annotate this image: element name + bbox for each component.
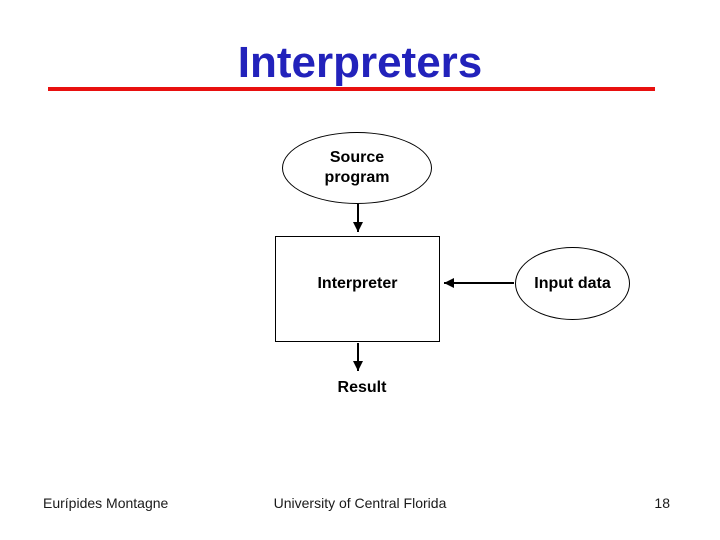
input-data-label: Input data: [534, 274, 611, 292]
source-program-label: Source program: [324, 149, 390, 186]
slide-title: Interpreters: [237, 38, 483, 87]
source-program-node: Source program: [282, 132, 432, 204]
footer-institution: University of Central Florida: [273, 495, 447, 511]
footer-page-number: 18: [654, 495, 670, 511]
interpreter-node: Interpreter: [275, 236, 440, 342]
input-data-node: Input data: [515, 247, 630, 320]
footer-author: Eurípides Montagne: [43, 495, 169, 511]
result-label: Result: [337, 379, 387, 396]
title-underline: [48, 87, 655, 91]
interpreter-label: Interpreter: [317, 275, 398, 292]
